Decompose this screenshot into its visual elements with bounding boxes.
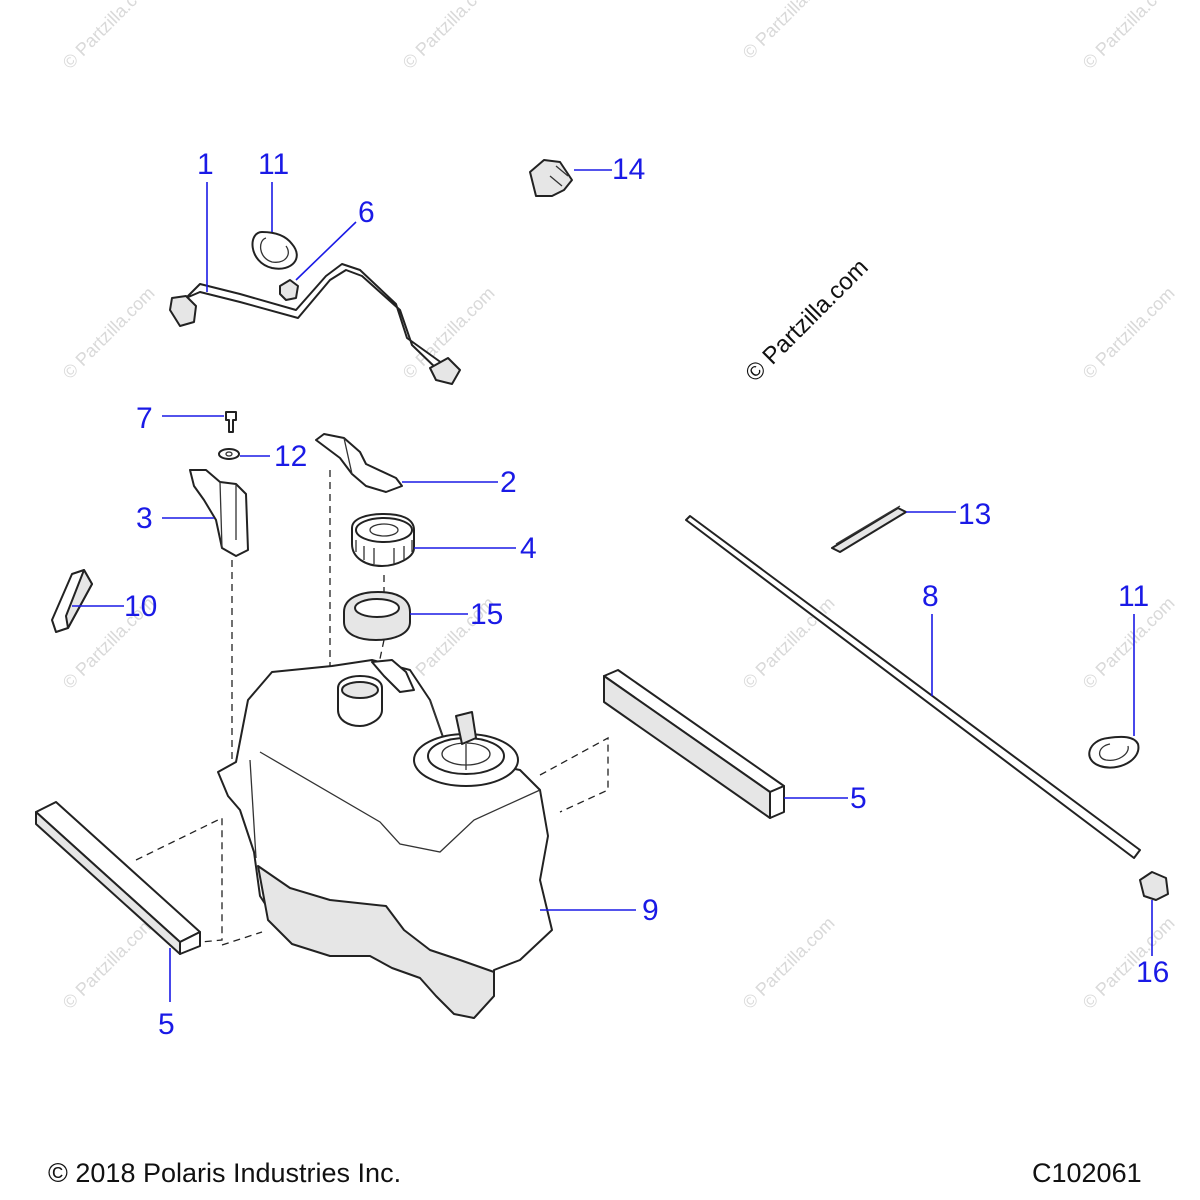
leader-lines <box>72 169 1153 1002</box>
part-6-grommet <box>279 279 299 301</box>
watermark: © Partzilla.com <box>399 0 499 73</box>
callout-15: 15 <box>470 598 503 631</box>
part-11-clamp-top <box>251 231 298 270</box>
watermark-center: © Partzilla.com <box>740 254 873 387</box>
diagram-id: C102061 <box>1032 1158 1142 1188</box>
callout-5: 5 <box>850 782 867 815</box>
watermark: © Partzilla.com <box>1079 283 1179 383</box>
watermark: © Partzilla.com <box>59 913 159 1013</box>
part-16-fitting <box>1139 871 1169 901</box>
copyright-text: © 2018 Polaris Industries Inc. <box>48 1158 401 1188</box>
part-2-tank-bracket <box>315 433 403 493</box>
part-7-bolt <box>225 411 237 433</box>
part-1-vent-hose <box>169 263 461 385</box>
callout-11: 11 <box>1118 580 1149 613</box>
callout-9: 9 <box>642 894 659 927</box>
callout-3: 3 <box>136 502 153 535</box>
callout-10: 10 <box>124 590 157 623</box>
watermark: © Partzilla.com <box>1079 0 1179 73</box>
callout-4: 4 <box>520 532 537 565</box>
callout-11: 11 <box>258 148 289 181</box>
callout-5: 5 <box>158 1008 175 1041</box>
callout-16: 16 <box>1136 956 1169 989</box>
part-8-rod <box>685 515 1141 859</box>
part-13-strip <box>831 505 907 553</box>
callout-2: 2 <box>500 466 517 499</box>
callout-14: 14 <box>612 153 645 186</box>
callout-13: 13 <box>958 498 991 531</box>
watermark: © Partzilla.com <box>739 0 839 63</box>
part-11-clamp-right <box>1088 735 1140 769</box>
callout-1: 1 <box>197 148 214 181</box>
part-4-fuel-cap <box>351 513 415 567</box>
watermark: © Partzilla.com <box>59 0 159 73</box>
part-3-bracket <box>189 469 249 557</box>
part-9-fuel-tank <box>217 659 553 1019</box>
watermark: © Partzilla.com <box>739 593 839 693</box>
callout-8: 8 <box>922 580 939 613</box>
watermark: © Partzilla.com <box>739 913 839 1013</box>
callout-6: 6 <box>358 196 375 229</box>
part-14-clip <box>529 159 573 197</box>
callouts: 1 11 6 14 7 12 3 2 4 15 10 13 8 11 5 9 1… <box>124 148 1169 1041</box>
watermark: © Partzilla.com <box>59 283 159 383</box>
part-10-pad <box>51 569 93 633</box>
callout-7: 7 <box>136 402 153 435</box>
footer: © 2018 Polaris Industries Inc. C102061 <box>48 1158 1142 1188</box>
callout-12: 12 <box>274 440 307 473</box>
part-5-foam-block-right <box>603 669 785 819</box>
part-15-seal-ring <box>343 591 411 641</box>
part-12-washer <box>218 448 240 460</box>
part-5-foam-block-left <box>35 801 201 955</box>
